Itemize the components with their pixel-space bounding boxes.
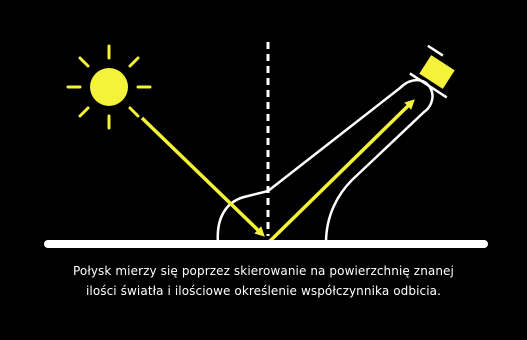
incident-light-ray (140, 116, 265, 237)
caption-line-2: ilości światła i ilościowe określenie ws… (85, 284, 442, 298)
sun-icon (66, 44, 152, 130)
caption-line-1: Połysk mierzy się poprzez skierowanie na… (73, 264, 454, 278)
reflected-light-ray (266, 99, 415, 245)
detector-cone-outline (216, 79, 434, 244)
gloss-meter-icon (409, 44, 455, 99)
caption: Połysk mierzy się poprzez skierowanie na… (0, 261, 527, 301)
